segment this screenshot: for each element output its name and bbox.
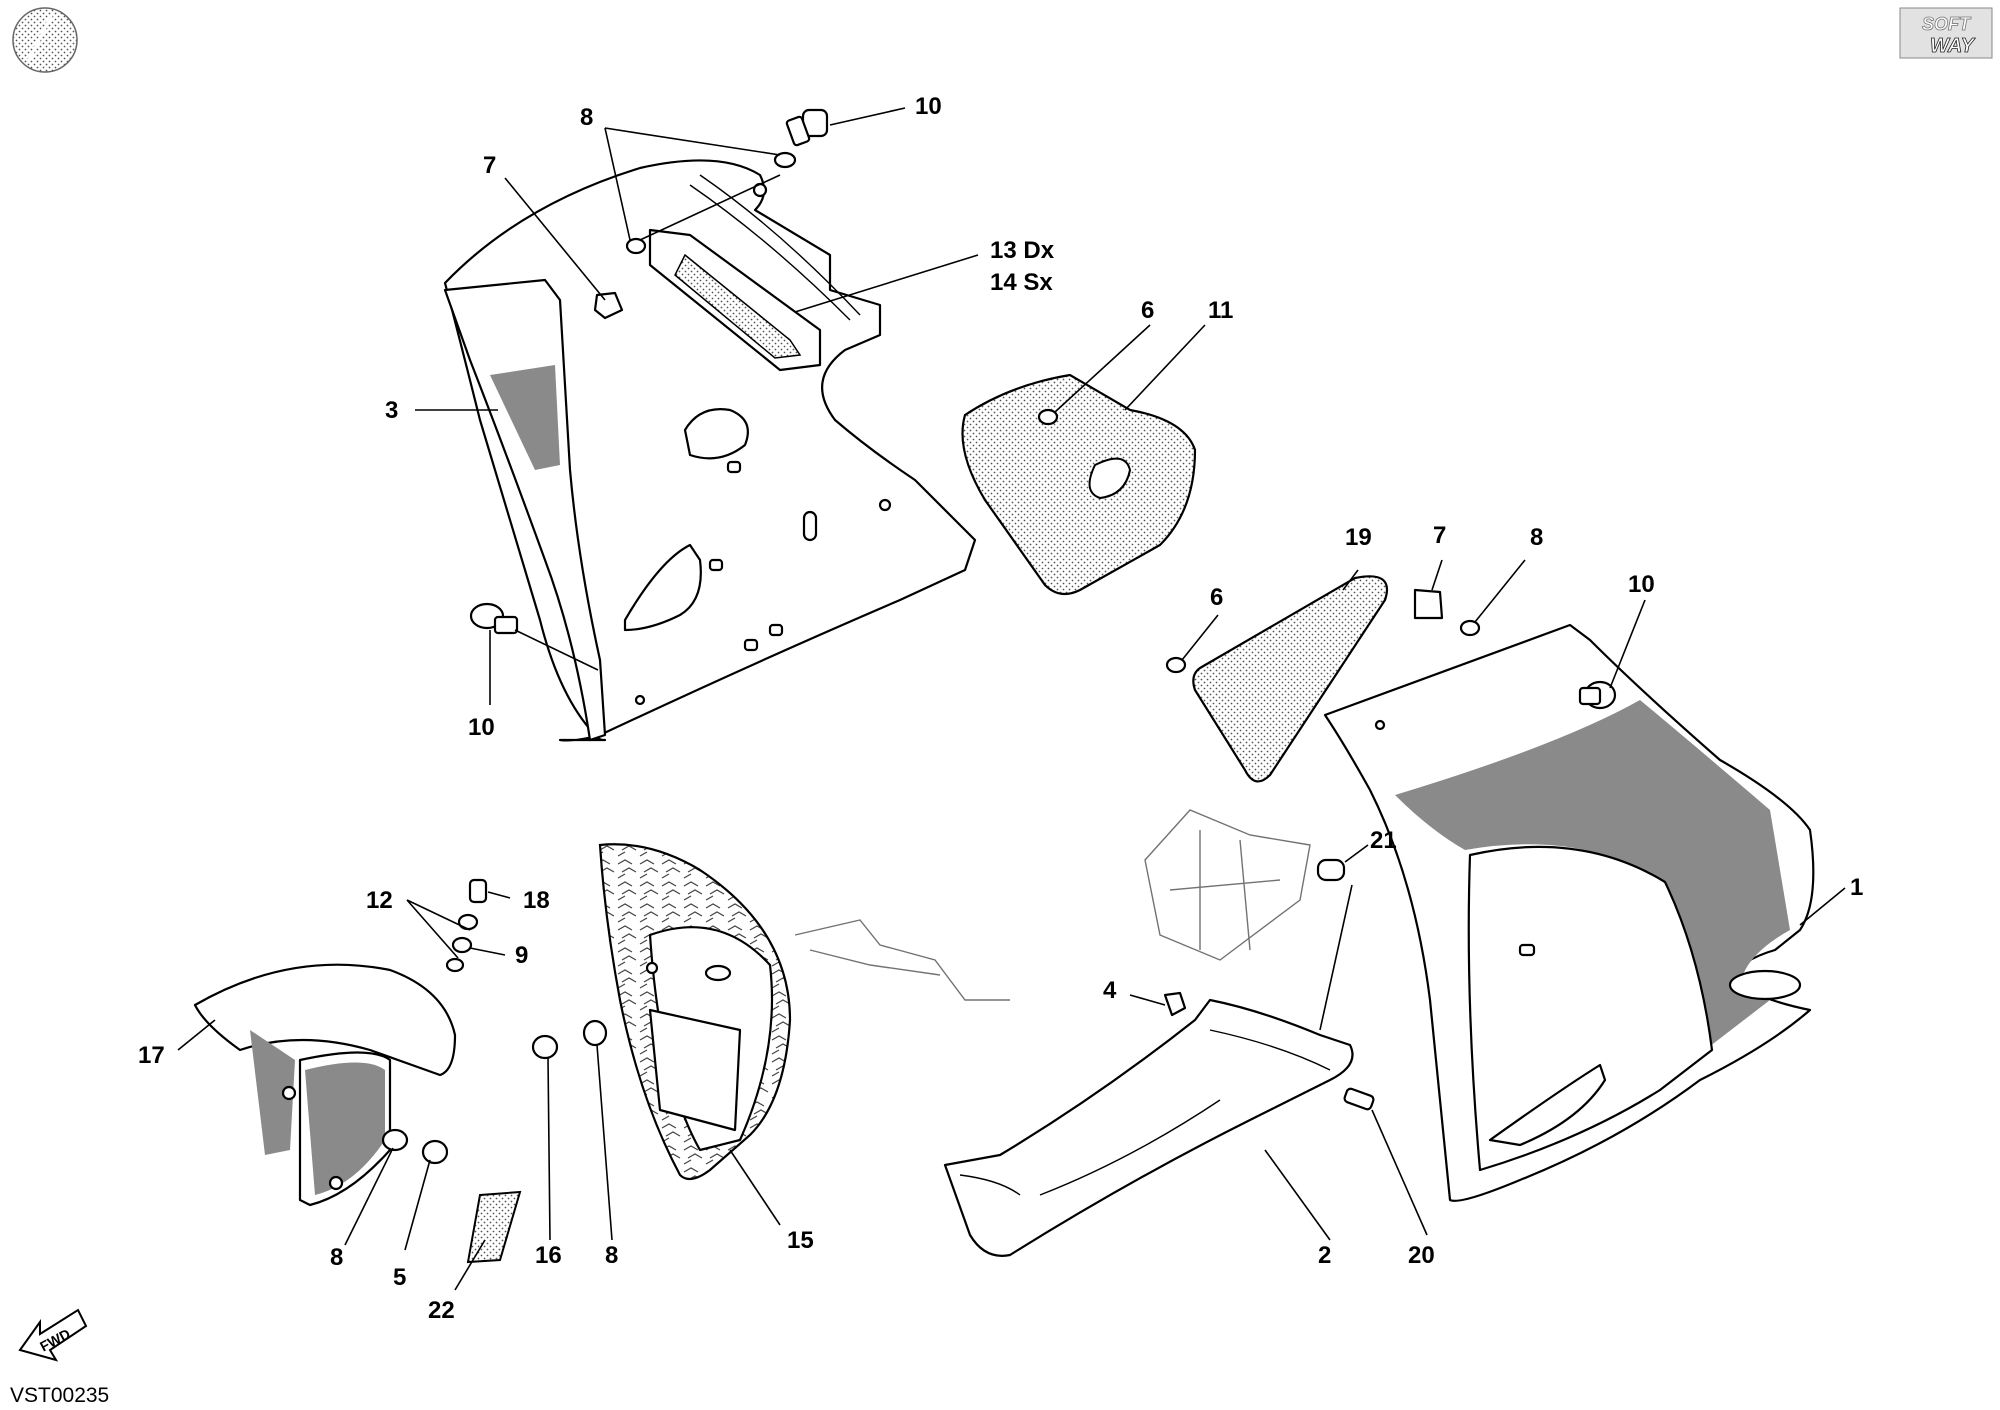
- callout-7-right: 7: [1433, 522, 1446, 549]
- callout-8-mudguard: 8: [330, 1244, 343, 1271]
- bracket-4: [1163, 991, 1187, 1017]
- washer-8-mid: [582, 1019, 608, 1047]
- bolt-16: [531, 1034, 559, 1060]
- fwd-arrow: FWD: [18, 1308, 88, 1362]
- callout-6-top: 6: [1141, 297, 1154, 324]
- hardware-right-upper: [1413, 588, 1617, 710]
- clip-7-left: [593, 291, 624, 320]
- bolt-10-left: [469, 602, 519, 635]
- callout-16: 16: [535, 1242, 562, 1269]
- callout-10-left: 10: [468, 714, 495, 741]
- callout-21: 21: [1370, 827, 1397, 854]
- callout-19: 19: [1345, 524, 1372, 551]
- part-11-inner-panel: [961, 373, 1197, 596]
- callout-14-sx: 14 Sx: [990, 269, 1053, 296]
- callout-1: 1: [1850, 874, 1863, 901]
- corner-logo-disc: [12, 7, 78, 73]
- callout-10-right: 10: [1628, 571, 1655, 598]
- callout-8-mid: 8: [605, 1242, 618, 1269]
- callout-10-top: 10: [915, 93, 942, 120]
- callout-3: 3: [385, 397, 398, 424]
- part-19-triangle-panel: [1165, 575, 1388, 783]
- callout-15: 15: [787, 1227, 814, 1254]
- callout-22: 22: [428, 1297, 455, 1324]
- part-17-front-mudguard: [193, 963, 457, 1207]
- softway-logo: SOFT WAY: [1899, 7, 1993, 59]
- washer-8-top: [625, 151, 797, 255]
- callout-13-dx: 13 Dx: [990, 237, 1055, 264]
- callout-8-right: 8: [1530, 524, 1543, 551]
- callout-4: 4: [1103, 977, 1117, 1004]
- callout-18: 18: [523, 887, 550, 914]
- brand-line1: SOFT: [1922, 14, 1972, 34]
- part-3-side-fairing: [443, 159, 977, 742]
- part-2-belly-pan: [943, 998, 1354, 1257]
- hardware-mudguard: [381, 878, 488, 1165]
- callout-8-top: 8: [580, 104, 593, 131]
- callout-9: 9: [515, 942, 528, 969]
- bolt-20: [1343, 1087, 1375, 1111]
- callout-12: 12: [366, 887, 393, 914]
- callout-labels: 10 8 7 13 Dx 14 Sx 6 11 3 10 19 7 8 10 6…: [138, 93, 1863, 1324]
- leader-lines: [177, 107, 1846, 1291]
- callout-11: 11: [1208, 297, 1233, 324]
- bolt-10-top: [785, 108, 829, 147]
- part-1-right-fairing: [1323, 623, 1815, 1202]
- part-22-reflector: [466, 1190, 522, 1264]
- callout-5: 5: [393, 1264, 406, 1291]
- drawing-code: VST00235: [10, 1384, 109, 1407]
- part-15-radiator-cover: [598, 843, 792, 1181]
- brand-line2: WAY: [1930, 35, 1976, 57]
- frame-sketch: [794, 809, 1311, 1001]
- spacer-21: [1316, 858, 1346, 882]
- callout-20: 20: [1408, 1242, 1435, 1269]
- callout-6-right: 6: [1210, 584, 1223, 611]
- callout-17: 17: [138, 1042, 165, 1069]
- callout-2: 2: [1318, 1242, 1331, 1269]
- callout-7-top: 7: [483, 152, 496, 179]
